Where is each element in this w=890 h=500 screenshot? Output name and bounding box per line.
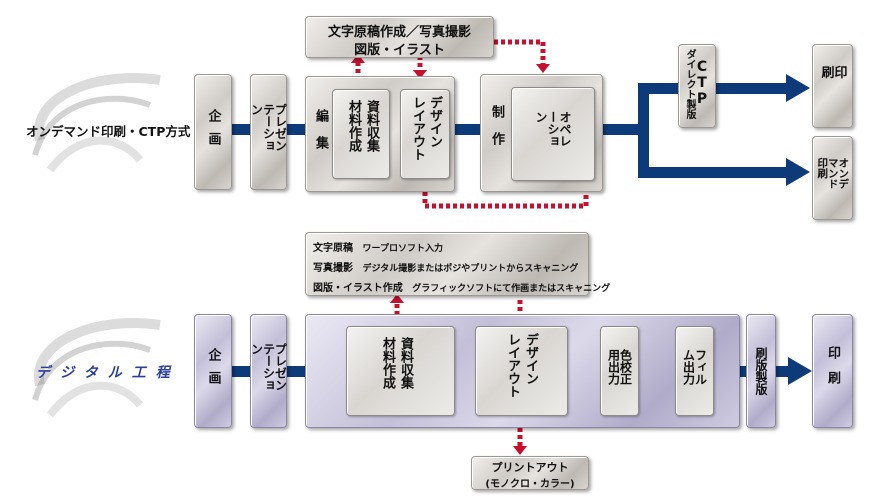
top-design-box: デザイン レイアウト <box>400 89 450 179</box>
bottom-planning-label: 企画 <box>205 348 221 394</box>
info-box: 文字原稿 ワープロソフト入力 写真撮影 デジタル撮影またはポジやプリントからスキ… <box>305 232 610 296</box>
top-presentation-box: プレゼンテーション <box>249 74 288 190</box>
ctp-col2: ダイレクト製版 <box>684 49 695 119</box>
bottom-swirl-decoration <box>32 318 161 418</box>
top-planning-label: 企画 <box>205 109 221 155</box>
ondemand-print-label: オンデマンド印刷 <box>816 157 850 190</box>
color-proof-label: 色校正用出力 <box>606 349 633 385</box>
info-row-3: 図版・イラスト作成 グラフィックソフトにて作画またはスキャニング <box>313 279 610 294</box>
plate-making-box: 刷版製版 <box>746 314 776 428</box>
top-print-box: 印刷 <box>812 44 853 128</box>
bottom-print-label: 印刷 <box>825 346 840 396</box>
bottom-design-col1: デザイン <box>523 333 538 385</box>
info-row-1: 文字原稿 ワープロソフト入力 <box>313 239 443 254</box>
bottom-materials-col2: 材料作成 <box>380 337 395 389</box>
operation-box: オペレーション <box>511 87 595 181</box>
source-line-2: 図版・イラスト <box>354 43 445 58</box>
top-presentation-label: プレゼンテーション <box>249 103 288 152</box>
film-output-box: フィルム出力 <box>675 326 714 416</box>
info-row-1-head: 文字原稿 <box>313 243 353 254</box>
production-label: 制作 <box>489 105 504 159</box>
bottom-materials-col1: 資料収集 <box>398 337 413 389</box>
printout-box: プリントアウト (モノクロ・カラー) <box>471 456 589 490</box>
ctp-col1: CTP <box>694 59 710 107</box>
editing-label: 編集 <box>313 109 328 163</box>
top-flow-bars <box>232 74 810 186</box>
source-line-1: 文字原稿作成／写真撮影 <box>327 25 471 40</box>
bottom-title: デジタル工程 <box>36 365 180 381</box>
operation-label: オペレーション <box>534 111 572 147</box>
info-row-1-text: ワープロソフト入力 <box>362 244 443 254</box>
top-materials-col2: 材料作成 <box>346 100 361 152</box>
top-swirl-decoration <box>32 73 161 173</box>
bottom-presentation-label: プレゼンテーション <box>249 343 288 391</box>
bottom-planning-box: 企画 <box>194 314 232 428</box>
info-row-2-text: デジタル撮影またはポジやプリントからスキャニング <box>362 264 579 274</box>
ctp-box: CTP ダイレクト製版 <box>678 44 716 128</box>
bottom-design-box: デザイン レイアウト <box>475 326 568 416</box>
bottom-print-box: 印刷 <box>812 314 853 428</box>
top-materials-box: 資料収集 材料作成 <box>332 89 390 179</box>
top-materials-col1: 資料収集 <box>364 100 379 152</box>
info-row-3-head: 図版・イラスト作成 <box>313 283 403 294</box>
bottom-design-col2: レイアウト <box>505 333 520 398</box>
editing-container: 編集 資料収集 材料作成 デザイン レイアウト <box>305 76 455 192</box>
info-row-2-head: 写真撮影 <box>313 263 353 274</box>
film-output-label: フィルム出力 <box>681 349 708 385</box>
top-title: オンデマンド印刷・CTP方式 <box>26 124 191 139</box>
top-design-col1: デザイン <box>427 96 442 148</box>
bottom-presentation-box: プレゼンテーション <box>249 314 288 428</box>
top-planning-box: 企画 <box>194 74 232 190</box>
info-row-2: 写真撮影 デジタル撮影またはポジやプリントからスキャニング <box>313 259 578 274</box>
info-row-3-text: グラフィックソフトにて作画またはスキャニング <box>412 284 611 294</box>
bottom-materials-box: 資料収集 材料作成 <box>346 326 455 416</box>
plate-making-label: 刷版製版 <box>754 347 768 395</box>
color-proof-box: 色校正用出力 <box>600 326 639 416</box>
ondemand-print-box: オンデマンド印刷 <box>812 136 853 220</box>
top-print-label: 印刷 <box>818 65 847 91</box>
top-design-col2: レイアウト <box>410 96 425 161</box>
production-container: 制作 オペレーション <box>480 74 603 192</box>
printout-line-1: プリントアウト <box>491 461 569 474</box>
printout-line-2: (モノクロ・カラー) <box>485 479 575 490</box>
source-creation-box: 文字原稿作成／写真撮影 図版・イラスト <box>305 16 494 58</box>
